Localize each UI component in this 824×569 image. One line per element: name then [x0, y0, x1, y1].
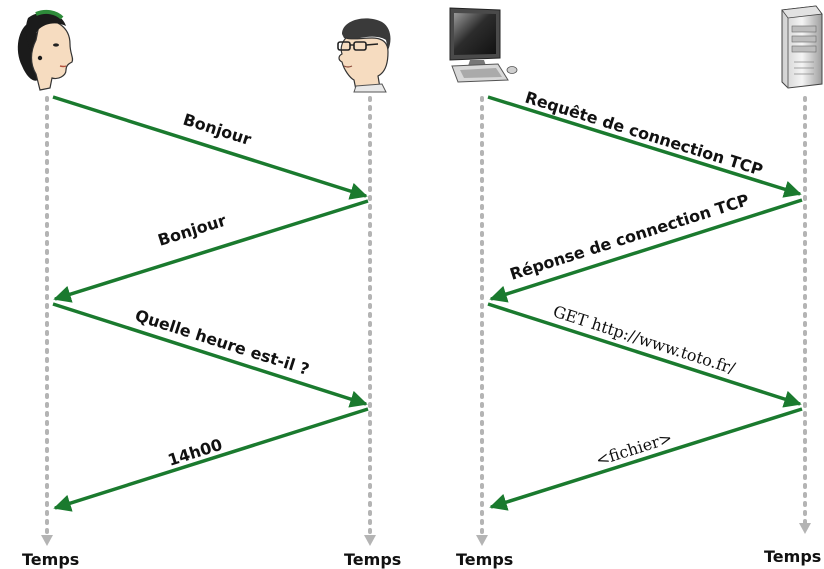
woman-timeline-arrow: [41, 535, 53, 546]
request-label-1: Requête de connection TCP: [523, 88, 766, 180]
woman-time-label: Temps: [22, 550, 79, 569]
network-exchange: Temps Temps Requête de connection TCP Ré…: [449, 5, 823, 569]
message-label-1: Bonjour: [181, 110, 254, 149]
message-arrow-4: [53, 407, 369, 512]
message-label-3: Quelle heure est-il ?: [133, 306, 312, 379]
request-arrow-2: [487, 302, 802, 408]
server-icon: [781, 5, 823, 89]
man-time-label: Temps: [344, 550, 401, 569]
human-exchange: Temps Temps Bonjour Bonjour Quelle heure…: [17, 9, 401, 569]
computer-timeline-arrow: [476, 535, 488, 546]
message-arrow-1: [52, 95, 368, 200]
message-label-2: Bonjour: [156, 211, 229, 250]
request-label-2: GET http://www.toto.fr/: [551, 302, 738, 378]
woman-avatar-icon: [17, 9, 74, 91]
man-timeline-arrow: [364, 535, 376, 546]
response-arrow-1: [489, 198, 803, 303]
server-timeline-arrow: [799, 523, 811, 534]
computer-icon: [449, 7, 518, 83]
computer-time-label: Temps: [456, 550, 513, 569]
message-arrow-2: [53, 199, 369, 303]
request-arrow-1: [487, 95, 802, 198]
server-time-label: Temps: [764, 547, 821, 566]
response-arrow-2: [489, 407, 803, 511]
message-arrow-3: [52, 302, 368, 408]
man-avatar-icon: [337, 18, 391, 93]
response-label-1: Réponse de connection TCP: [507, 190, 751, 284]
